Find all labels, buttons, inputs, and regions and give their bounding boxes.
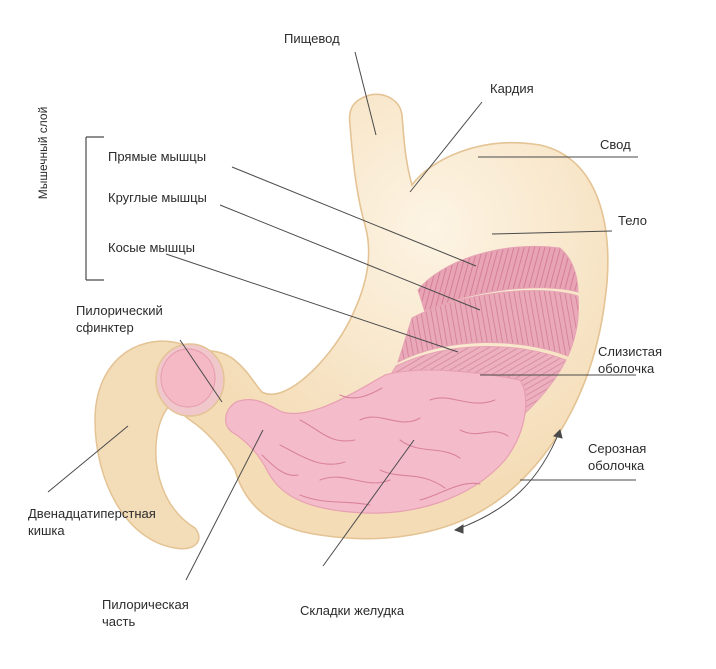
serosa-arrow (453, 429, 563, 534)
label-duodenum: Двенадцатиперстная кишка (28, 506, 156, 538)
mucosa-shape (225, 369, 527, 514)
label-oblique-muscles: Косые мышцы (108, 240, 195, 255)
leader-lines (47, 51, 638, 581)
longitudinal-muscle-band (417, 245, 579, 313)
label-esophagus: Пищевод (284, 31, 340, 46)
label-mucosa: Слизистая оболочка (598, 344, 663, 376)
label-pyloric-part: Пилорическая часть (102, 597, 189, 629)
label-serosa: Серозная оболочка (588, 441, 647, 473)
muscle-layer-bracket (85, 136, 104, 281)
label-muscle-layer: Мышечный слой (36, 106, 50, 200)
label-longitudinal-muscles: Прямые мышцы (108, 149, 207, 164)
label-cardia: Кардия (490, 81, 534, 96)
label-circular-muscles: Круглые мышцы (108, 190, 207, 205)
label-pyloric-sphincter: Пилорический сфинктер (76, 303, 163, 335)
gastric-folds-shape (261, 387, 509, 506)
circular-muscle-band (397, 290, 579, 363)
label-body: Тело (618, 213, 647, 228)
label-gastric-folds: Складки желудка (300, 603, 405, 618)
label-fundus: Свод (600, 137, 631, 152)
